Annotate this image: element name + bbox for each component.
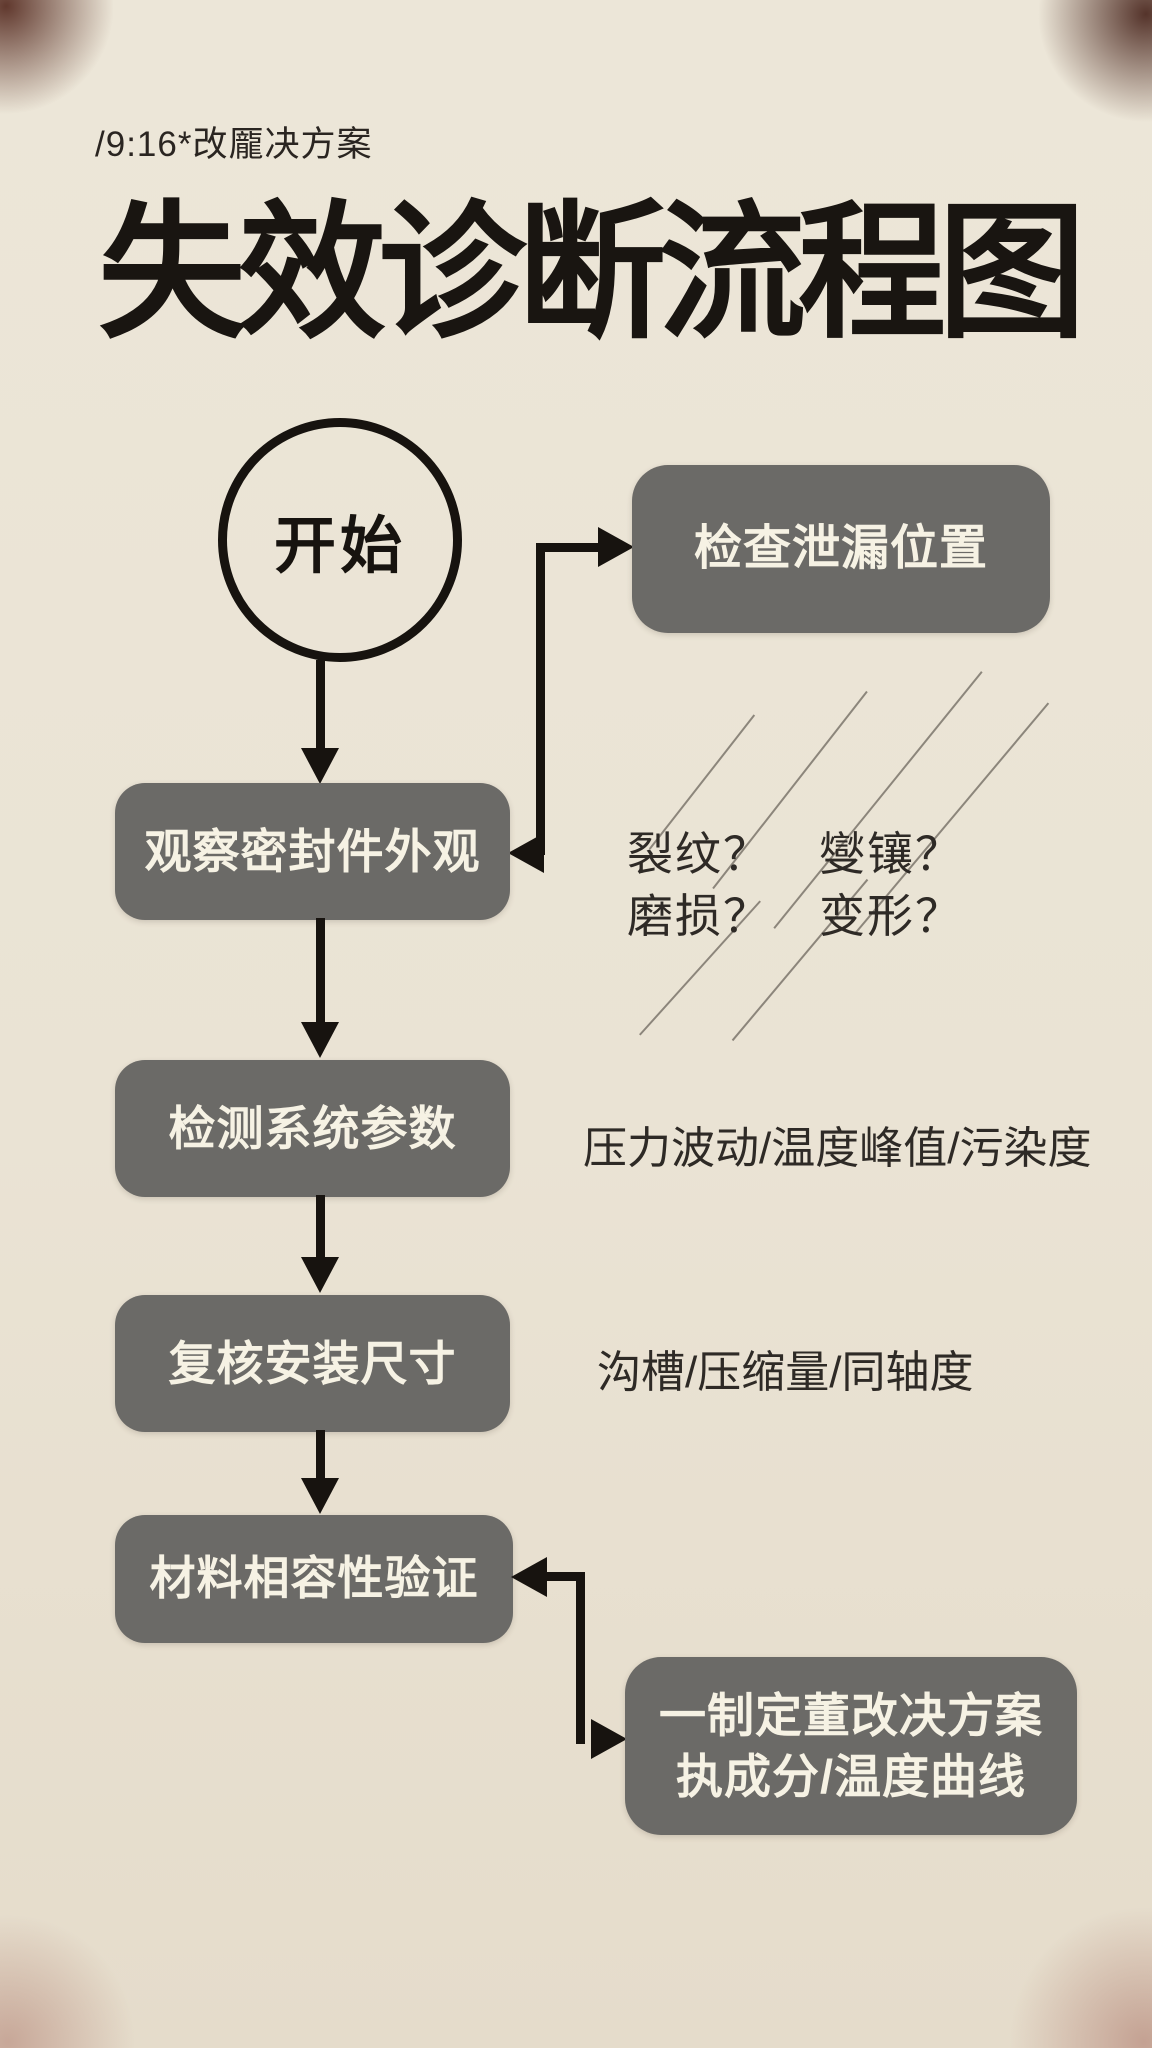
flow-node-detect-params: 检测系统参数 [115, 1060, 510, 1197]
flow-node-review-dims: 复核安装尺寸 [115, 1295, 510, 1432]
connector-start-observe [316, 660, 325, 752]
check-leak-label: 检查泄漏位置 [693, 521, 988, 575]
start-label: 开始 [273, 512, 406, 581]
observe-seal-label: 观察密封件外观 [144, 824, 481, 878]
annotation-install-dims: 沟槽/压缩量/同轴度 [597, 1348, 974, 1397]
flow-node-plan: 一制定董改决方案 执成分/温度曲线 [625, 1657, 1077, 1835]
down-arrowhead-icon [301, 748, 339, 784]
connector-detect-review [316, 1195, 325, 1259]
left-arrowhead-icon [508, 833, 544, 873]
connector-observe-checkleak-v [536, 543, 545, 855]
annotation-defects-row1: 裂纹？ 燮镶？ [627, 828, 963, 880]
flow-node-start: 开始 [218, 418, 462, 662]
down-arrowhead-icon [301, 1478, 339, 1514]
right-arrowhead-icon [598, 527, 634, 567]
annotation-defects-row2: 磨损？ 变形？ [627, 890, 963, 942]
annotation-system-params: 压力波动/温度峰值/污染度 [583, 1124, 1092, 1173]
right-arrowhead-icon [591, 1719, 627, 1759]
down-arrowhead-icon [301, 1022, 339, 1058]
material-compat-label: 材料相容性验证 [149, 1552, 479, 1605]
down-arrowhead-icon [301, 1257, 339, 1293]
connector-observe-checkleak-h [536, 543, 602, 552]
flow-node-material-compat: 材料相容性验证 [115, 1515, 513, 1643]
plan-label-line1: 一制定董改决方案 [659, 1688, 1043, 1742]
plan-label-line2: 执成分/温度曲线 [675, 1750, 1027, 1803]
connector-review-material [316, 1430, 325, 1482]
connector-material-plan-v [576, 1572, 585, 1744]
flow-node-observe-seal: 观察密封件外观 [115, 783, 510, 920]
flow-node-check-leak: 检查泄漏位置 [632, 465, 1050, 633]
connector-observe-detect [316, 918, 325, 1024]
aspect-note: /9:16*改龎决方案 [95, 125, 373, 164]
page-title: 失效诊断流程图 [98, 191, 1086, 356]
detect-params-label: 检测系统参数 [168, 1101, 457, 1155]
review-dims-label: 复核安装尺寸 [168, 1336, 457, 1390]
